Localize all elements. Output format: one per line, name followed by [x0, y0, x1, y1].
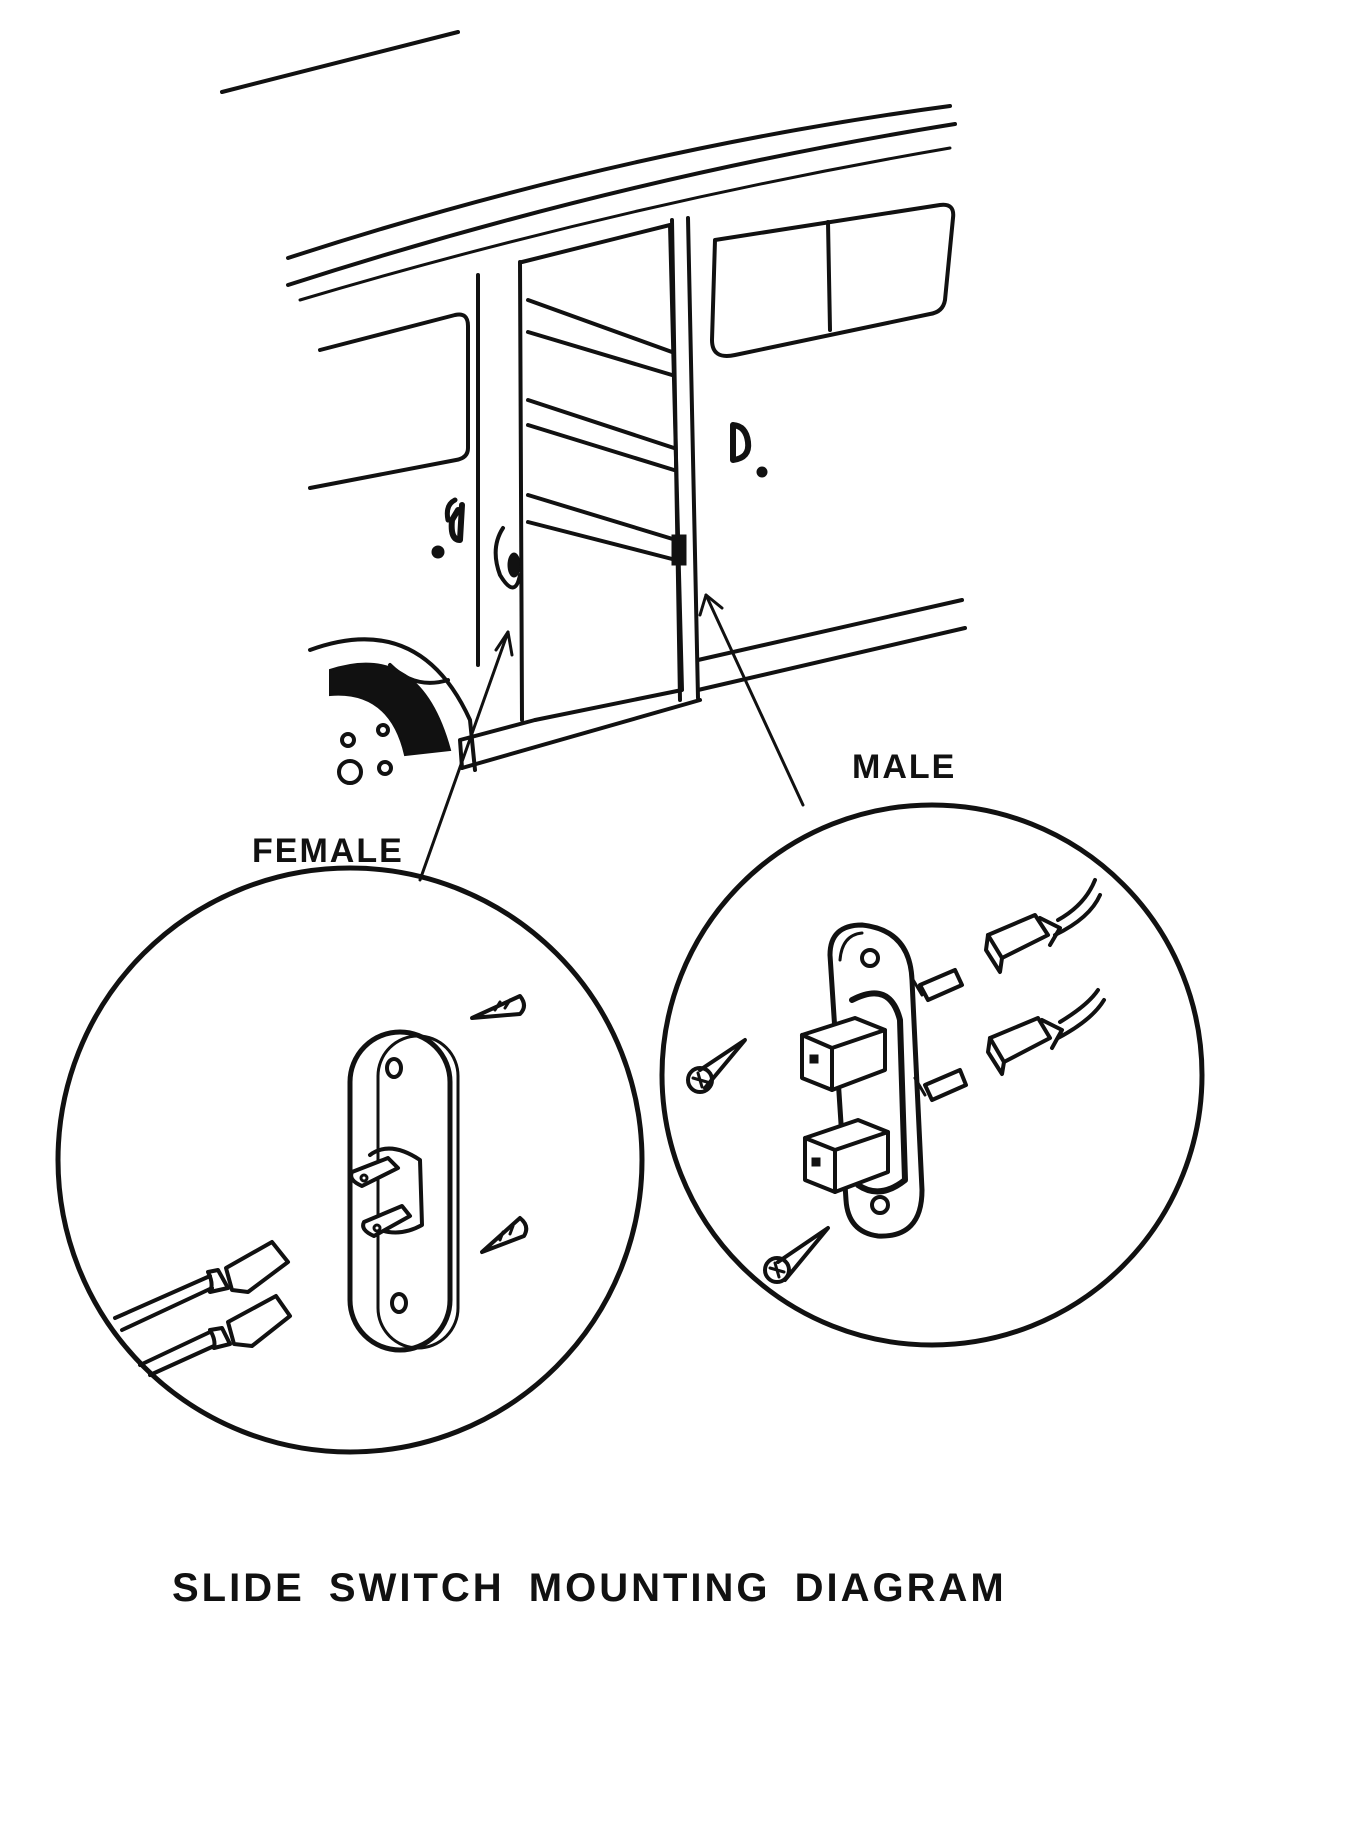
male-terminal-upper	[918, 968, 964, 1002]
female-mounting-plate	[347, 1029, 453, 1353]
female-terminal-upper	[349, 1156, 400, 1188]
wheel	[329, 662, 452, 757]
female-wire-lower	[138, 1330, 216, 1377]
male-wire-upper	[1053, 878, 1102, 937]
male-terminal-lower	[923, 1068, 968, 1102]
female-label: FEMALE	[252, 832, 404, 870]
van-window-left	[308, 312, 470, 490]
male-wire-lower	[1056, 988, 1106, 1040]
van-body	[220, 30, 967, 785]
door-opening	[520, 223, 684, 722]
female-switch-detail	[55, 865, 645, 1455]
female-wire-upper	[113, 1274, 214, 1332]
female-screw-upper	[470, 994, 526, 1020]
male-label: MALE	[852, 748, 957, 786]
male-connector-lower	[988, 1016, 1052, 1064]
male-connector-upper	[986, 913, 1050, 960]
van-window-right	[710, 202, 956, 358]
male-screw-lower	[776, 1226, 830, 1282]
male-switch-detail	[659, 802, 1205, 1348]
female-spade-lower	[226, 1294, 292, 1348]
male-leader-line	[704, 593, 805, 807]
female-spade-upper	[224, 1240, 290, 1294]
door-handle-right	[730, 422, 752, 463]
wheel-well	[308, 637, 477, 772]
female-screw-lower	[480, 1216, 529, 1254]
diagram-caption: SLIDE SWITCH MOUNTING DIAGRAM	[172, 1566, 1007, 1610]
male-screw-upper	[698, 1038, 747, 1090]
van-roof	[286, 104, 952, 260]
female-leader-line	[418, 630, 510, 882]
